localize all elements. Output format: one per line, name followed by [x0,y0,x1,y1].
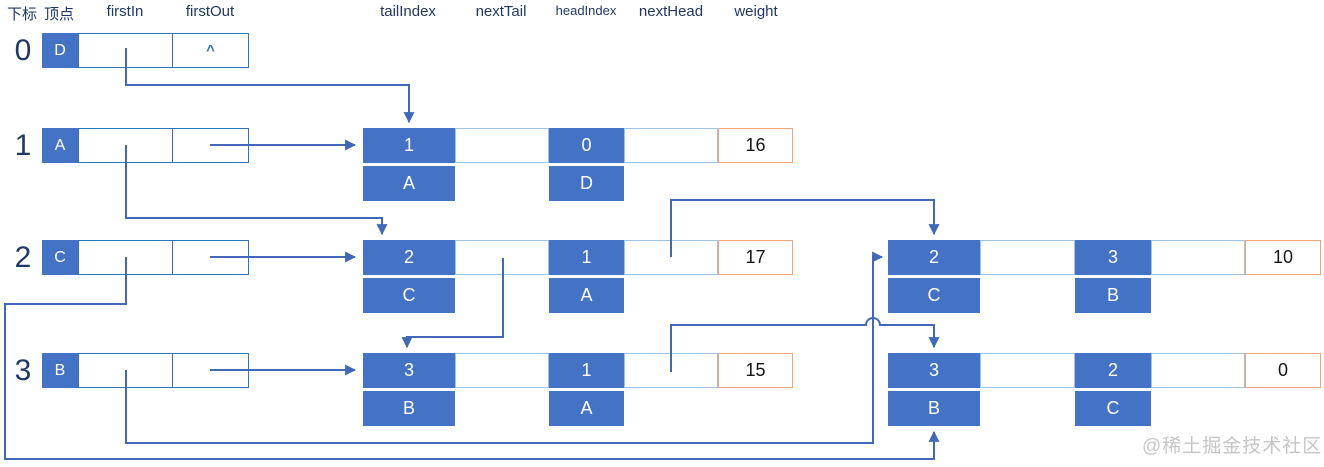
edge-node-nexthead-cell [1151,353,1245,388]
edge-node-nexthead-cell [624,128,718,163]
edge-node-weight-cell: 15 [718,353,793,388]
vertex-box-c: C [42,240,78,275]
edge-node-nexthead-cell [1151,240,1245,275]
edge-node-weight-cell: 0 [1245,353,1321,388]
watermark: @稀土掘金技术社区 [1142,436,1323,457]
edge-node-tail-label-cell: B [888,391,980,426]
edge-node-nexttail-cell [980,353,1075,388]
edge-node-nexthead-cell [624,353,718,388]
edge-node-head-label-cell: A [549,391,624,426]
vertex-box-a: A [42,128,78,163]
col-header-vertex: 顶点 [43,6,75,23]
col-header-index: 下标 [6,6,38,23]
edge-node-tailindex-cell: 3 [888,353,980,388]
edge-node-weight-cell: 17 [718,240,793,275]
row-index-2: 2 [14,240,32,274]
edge-node-head-label-cell: D [549,166,624,201]
edge-node-head-label-cell: B [1075,278,1151,313]
col-header-nexthead: nextHead [638,3,704,20]
arrow-firstin-b-to-edge-2-3 [125,251,884,444]
firstin-cell-a [78,128,173,163]
row-index-1: 1 [14,128,32,162]
edge-node-nexttail-cell [455,240,549,275]
col-header-weight: weight [734,3,778,20]
edge-node-head-label-cell: C [1075,391,1151,426]
edge-node-headindex-cell: 1 [549,240,624,275]
edge-node-headindex-cell: 0 [549,128,624,163]
firstin-cell-c [78,240,173,275]
firstin-cell-d [78,33,173,68]
edge-node-tailindex-cell: 2 [888,240,980,275]
firstout-cell-a [172,128,249,163]
col-header-headindex: headIndex [555,3,617,18]
edge-node-head-label-cell: A [549,278,624,313]
edge-node-nexttail-cell [455,128,549,163]
vertex-box-d: D [42,33,78,68]
col-header-firstin: firstIn [106,3,144,20]
edge-node-tail-label-cell: B [363,391,455,426]
col-header-firstout: firstOut [185,3,235,20]
row-index-3: 3 [14,353,32,387]
edge-node-tail-label-cell: C [363,278,455,313]
edge-node-weight-cell: 16 [718,128,793,163]
firstout-cell-d: ^ [172,33,249,68]
edge-node-headindex-cell: 3 [1075,240,1151,275]
edge-node-tailindex-cell: 3 [363,353,455,388]
edge-node-weight-cell: 10 [1245,240,1321,275]
edge-node-nexthead-cell [624,240,718,275]
edge-node-nexttail-cell [455,353,549,388]
row-index-0: 0 [14,33,32,67]
firstout-cell-c [172,240,249,275]
edge-node-tailindex-cell: 2 [363,240,455,275]
edge-node-headindex-cell: 1 [549,353,624,388]
firstout-cell-b [172,353,249,388]
edge-node-tail-label-cell: A [363,166,455,201]
edge-node-headindex-cell: 2 [1075,353,1151,388]
edge-node-tailindex-cell: 1 [363,128,455,163]
vertex-box-b: B [42,353,78,388]
col-header-nexttail: nextTail [475,3,527,20]
edge-node-nexttail-cell [980,240,1075,275]
firstin-cell-b [78,353,173,388]
col-header-tailindex: tailIndex [380,3,436,20]
edge-node-tail-label-cell: C [888,278,980,313]
